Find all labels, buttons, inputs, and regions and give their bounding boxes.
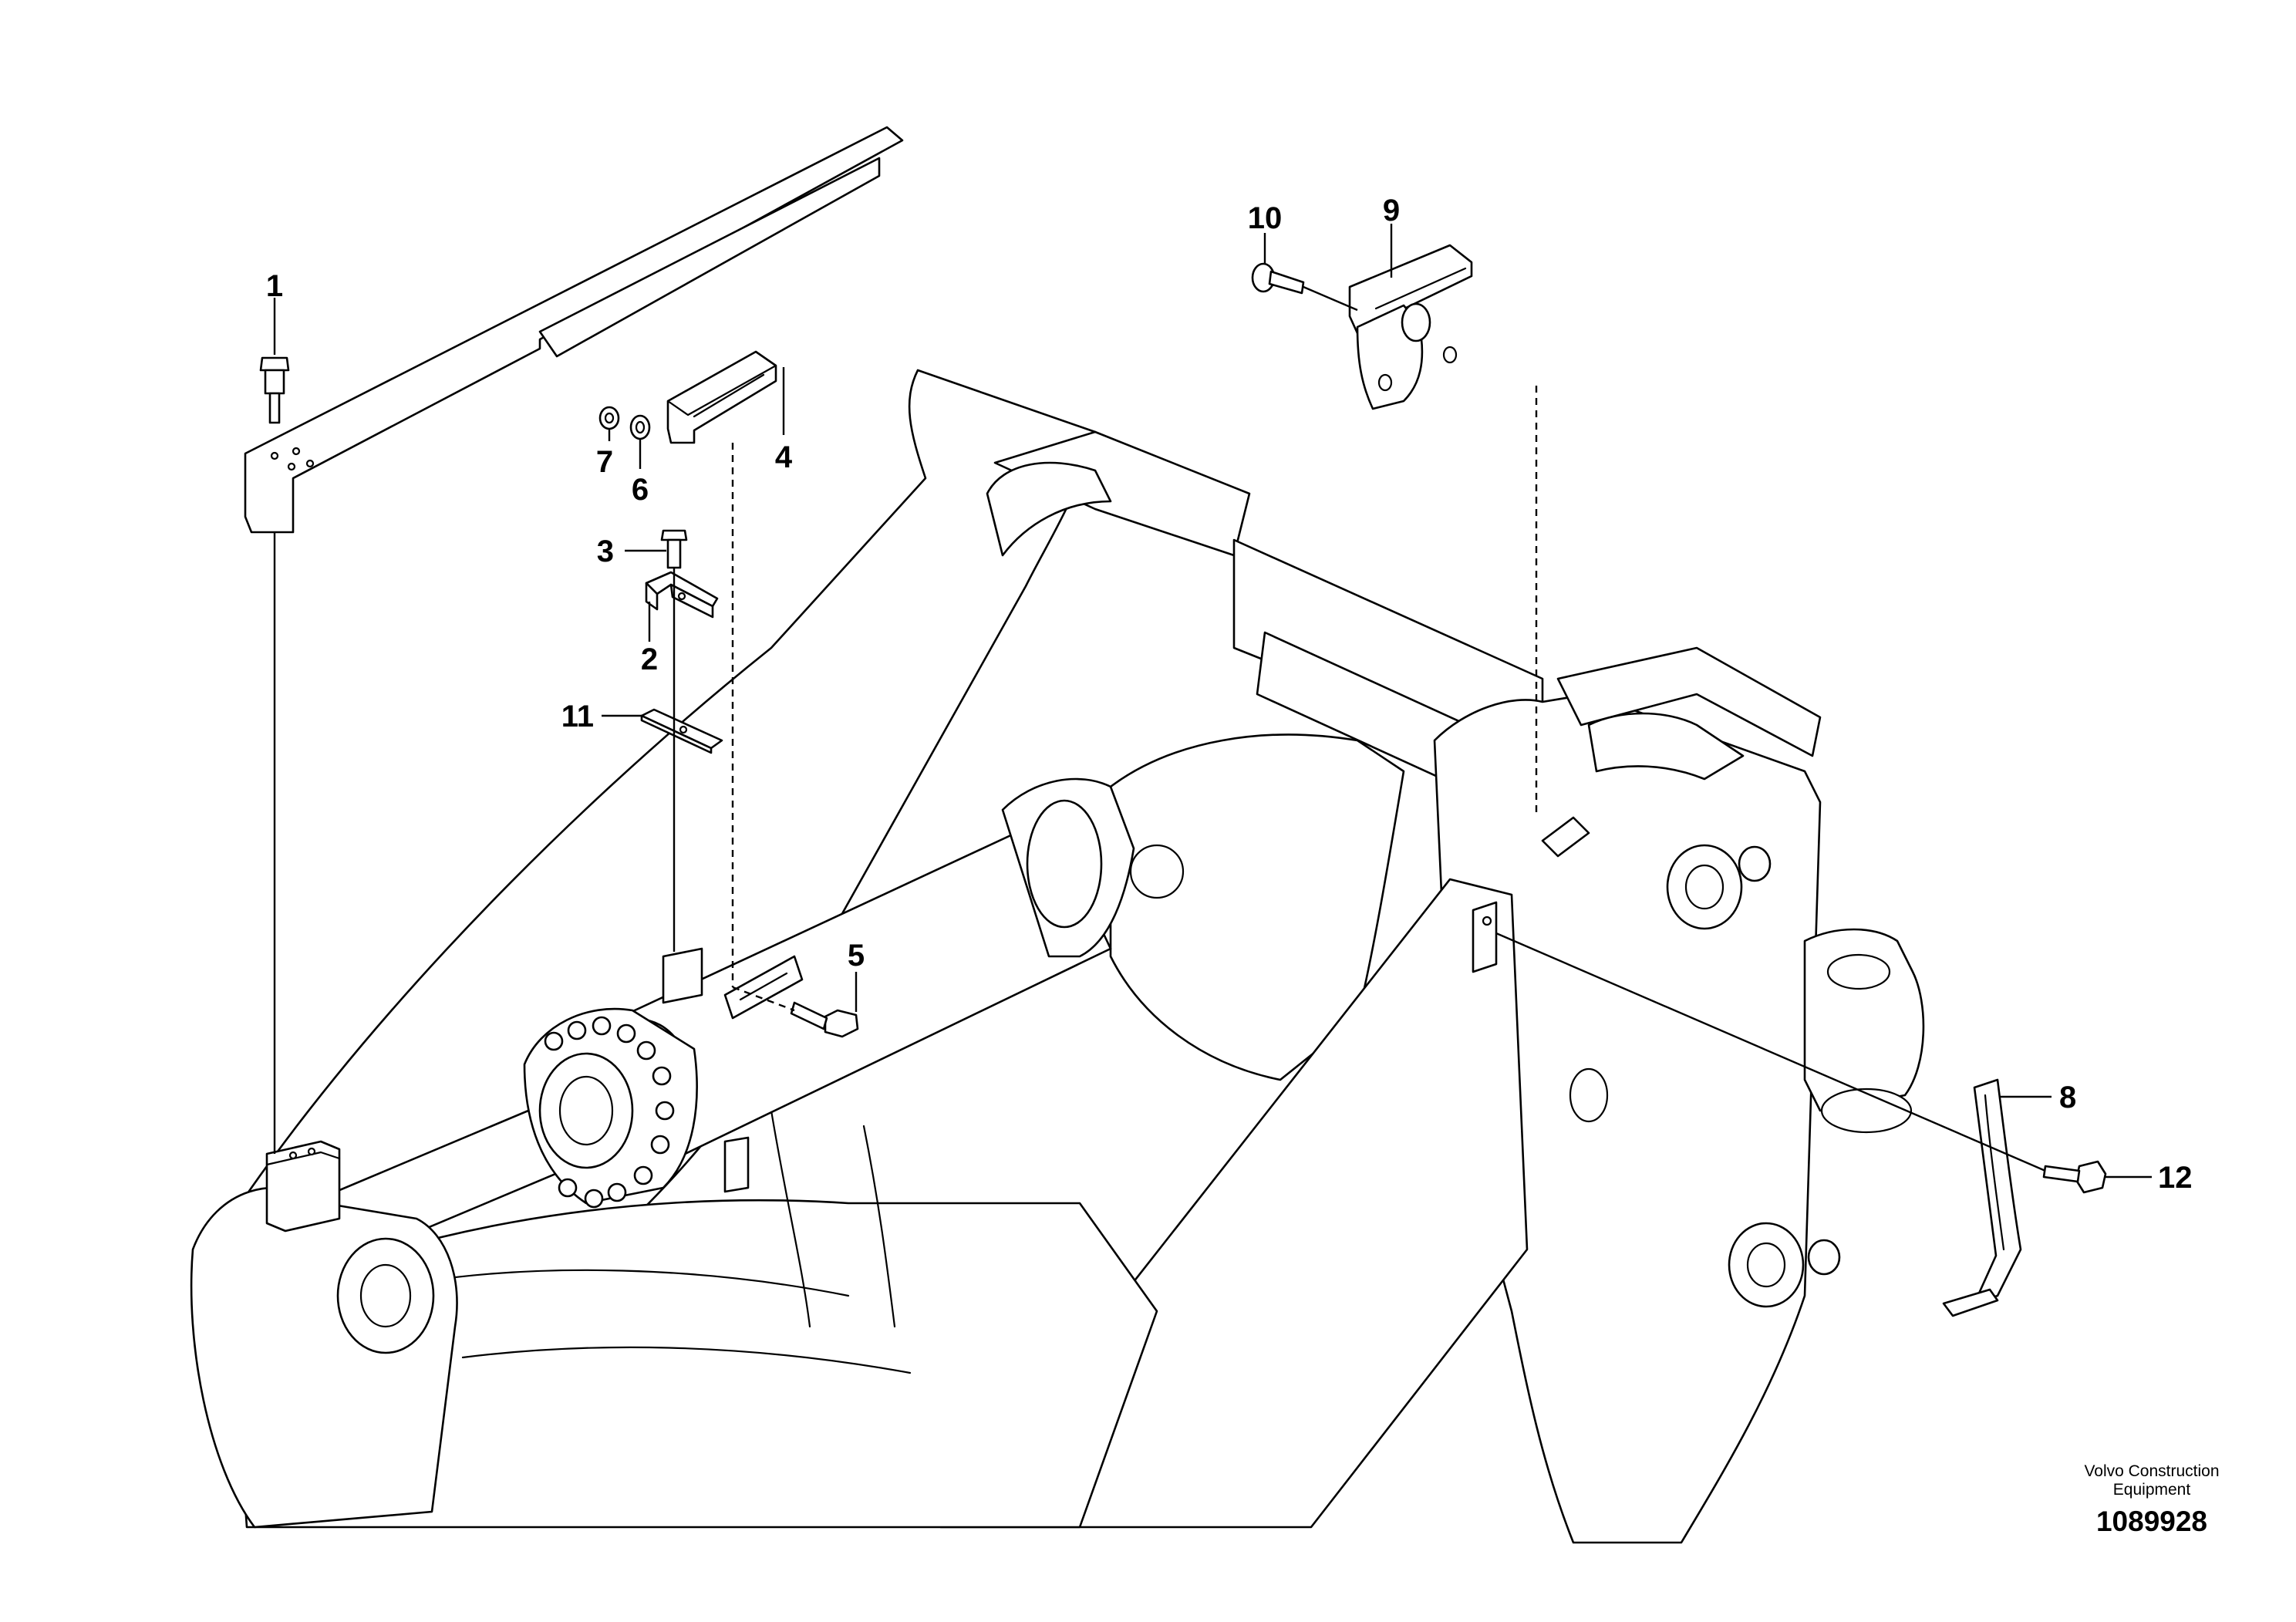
brand-line-2: Equipment [2112, 1481, 2191, 1499]
plate-item-11 [640, 708, 723, 754]
callout-7: 7 [596, 445, 613, 479]
drawing-number: 1089928 [2095, 1506, 2208, 1537]
bracket-item-2 [645, 571, 719, 619]
part-cover-plate [244, 126, 904, 534]
callout-1: 1 [266, 269, 283, 303]
bracket-item-8 [1942, 1078, 2022, 1317]
screw-item-3 [660, 529, 688, 569]
callout-6: 6 [632, 473, 649, 507]
assembly-guide-lines [273, 285, 2046, 1172]
callout-2: 2 [641, 642, 658, 676]
washer-item-6 [629, 414, 651, 440]
callout-12: 12 [2158, 1161, 2193, 1195]
callout-9: 9 [1383, 194, 1400, 228]
bracket-item-9 [1348, 244, 1473, 410]
bolt-item-1 [259, 356, 290, 424]
brand-line-1: Volvo Construction [2084, 1462, 2220, 1480]
brand-caption: Volvo Construction Equipment [2005, 1462, 2296, 1499]
bracket-item-4 [666, 350, 777, 444]
bolt-item-12 [2042, 1160, 2107, 1194]
loader-frame [199, 369, 1925, 1544]
callout-10: 10 [1248, 201, 1283, 235]
callout-labels: 1 2 3 4 5 6 7 8 9 10 11 12 [266, 194, 2193, 1195]
callout-5: 5 [848, 939, 865, 973]
callout-3: 3 [597, 534, 614, 568]
bolt-item-10 [1251, 262, 1305, 295]
callout-8: 8 [2059, 1081, 2076, 1114]
callout-4: 4 [775, 440, 793, 474]
callout-11: 11 [561, 700, 594, 733]
nut-item-7 [598, 406, 620, 430]
callout-leaders [273, 224, 2152, 1179]
